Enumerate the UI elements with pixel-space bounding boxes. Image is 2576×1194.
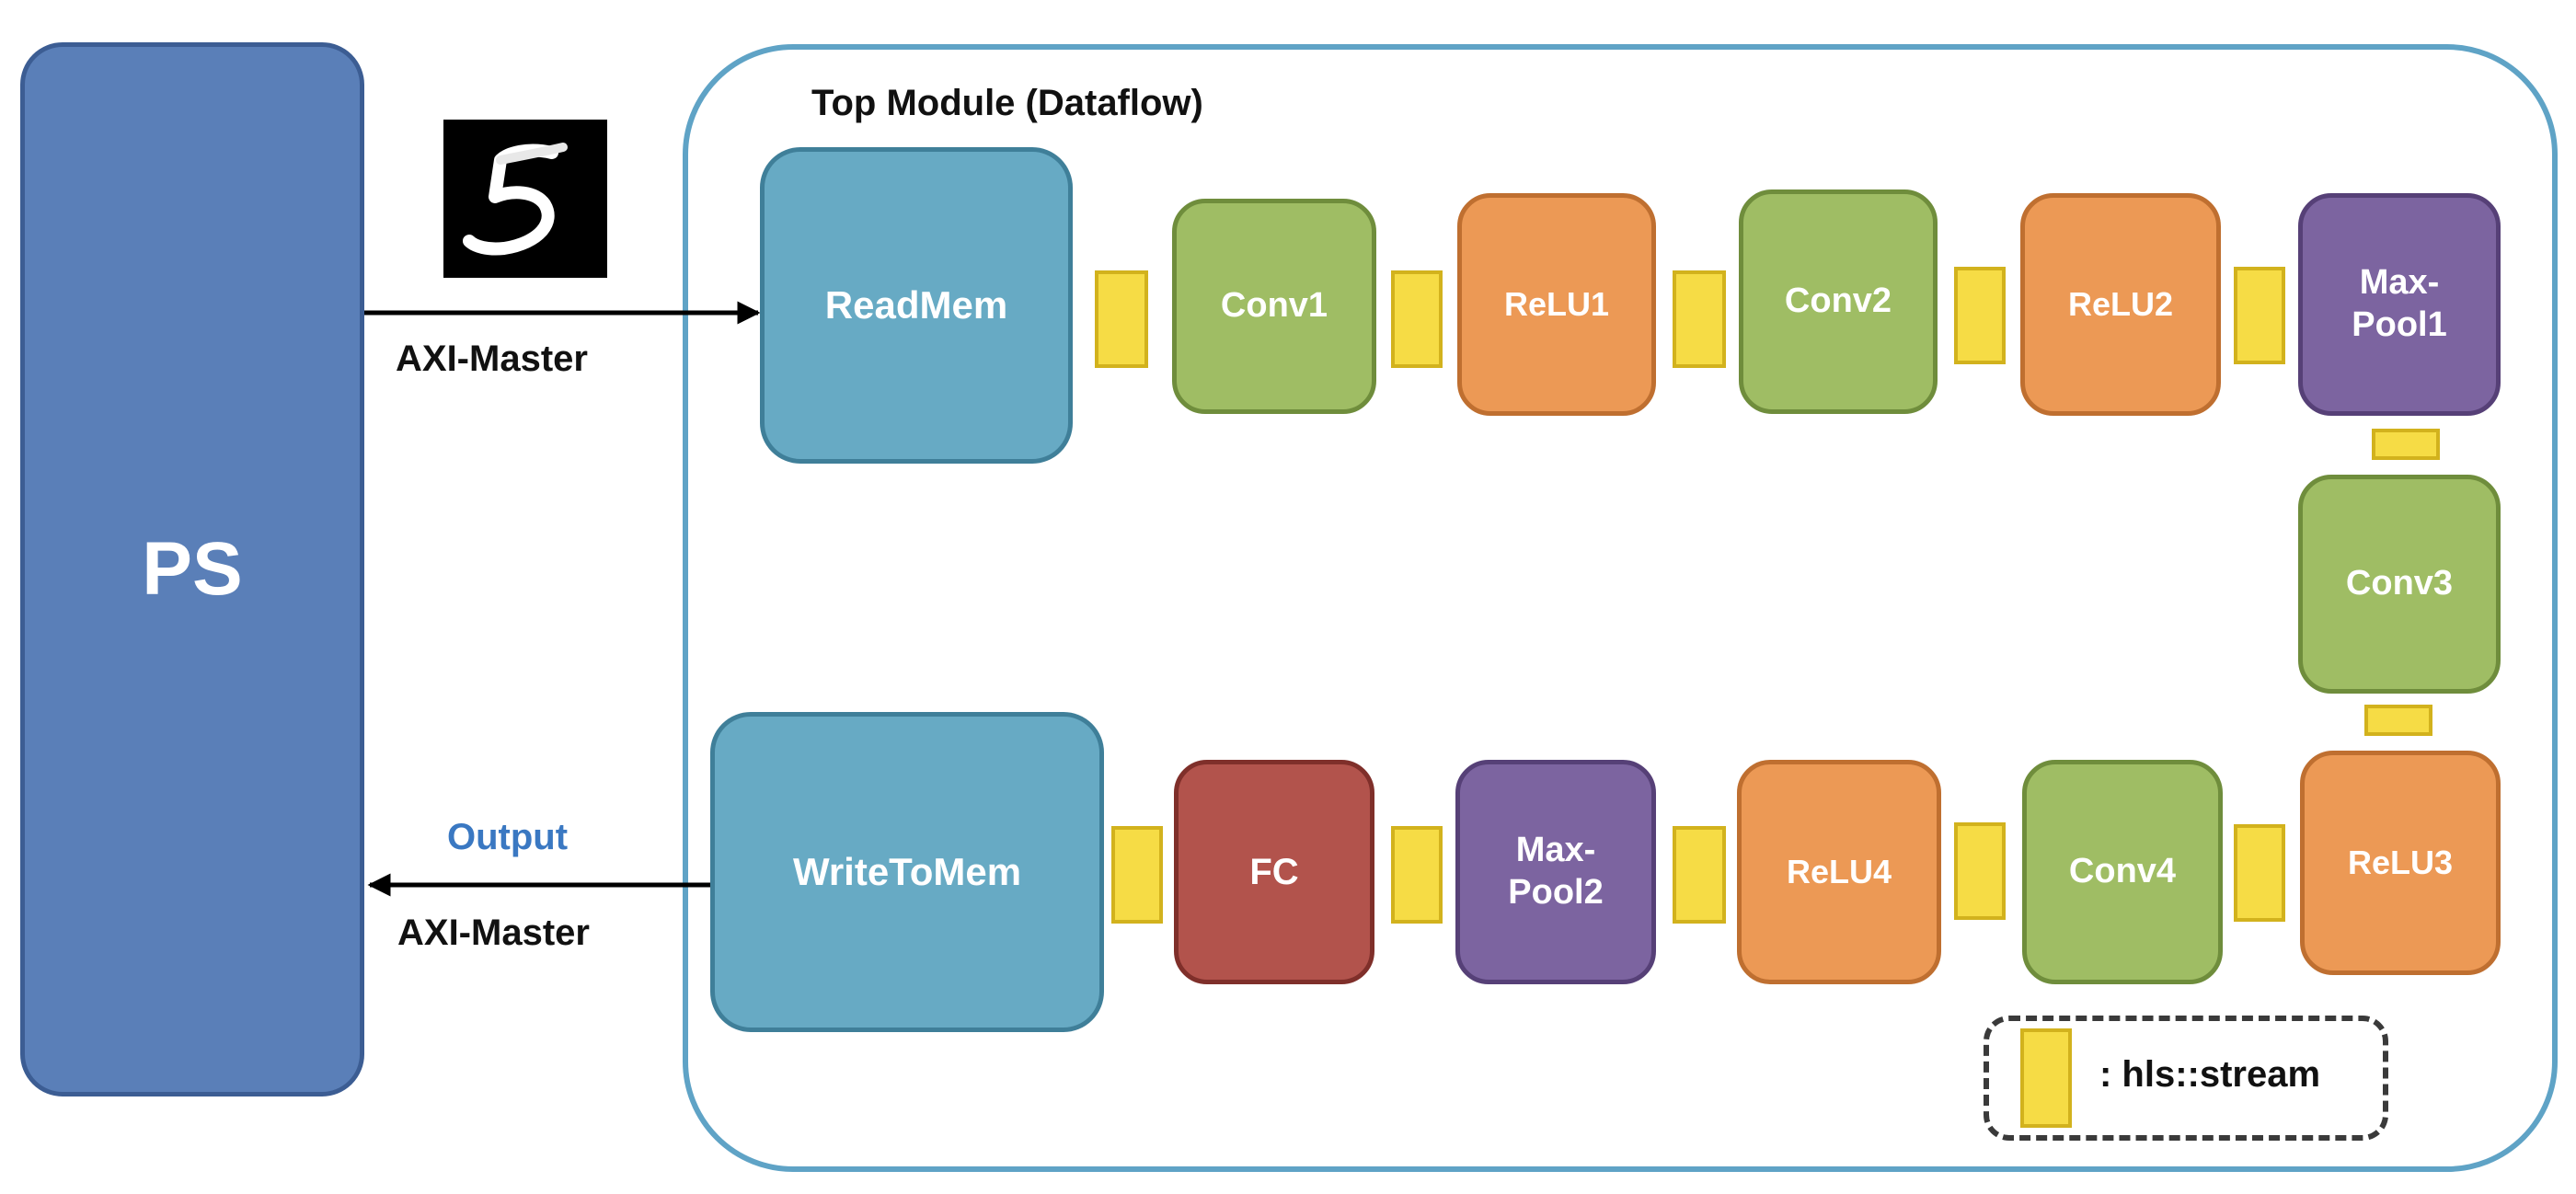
stream-fifo <box>1391 270 1443 368</box>
legend-stream-label: : hls::stream <box>2099 1054 2321 1095</box>
output-label: Output <box>447 817 569 857</box>
maxpool2-block: Max- Pool2 <box>1455 760 1656 984</box>
writetomem-label: WriteToMem <box>792 849 1022 893</box>
ps-label: PS <box>142 527 243 611</box>
legend-stream-swatch <box>2020 1028 2072 1128</box>
axi-master-input-label: AXI-Master <box>396 339 588 379</box>
top-module-title: Top Module (Dataflow) <box>811 83 1203 123</box>
readmem-label: ReadMem <box>824 282 1008 327</box>
stream-fifo <box>2372 429 2440 460</box>
conv2-block: Conv2 <box>1739 189 1938 414</box>
conv4-label: Conv4 <box>2068 852 2177 891</box>
relu4-block: ReLU4 <box>1737 760 1941 984</box>
stream-fifo <box>1673 826 1726 924</box>
stream-fifo <box>1391 826 1443 924</box>
relu4-label: ReLU4 <box>1786 853 1892 891</box>
stream-fifo <box>2364 705 2432 736</box>
maxpool2-label: Max- Pool2 <box>1508 831 1604 912</box>
relu2-label: ReLU2 <box>2067 285 2174 324</box>
fc-block: FC <box>1174 760 1374 984</box>
stream-fifo <box>1111 826 1163 924</box>
conv3-block: Conv3 <box>2298 475 2501 694</box>
conv3-label: Conv3 <box>2345 564 2454 603</box>
conv4-block: Conv4 <box>2022 760 2223 984</box>
relu3-label: ReLU3 <box>2347 844 2454 882</box>
maxpool1-block: Max- Pool1 <box>2298 193 2501 416</box>
relu3-block: ReLU3 <box>2300 751 2501 975</box>
legend-box <box>1984 1016 2388 1141</box>
conv1-label: Conv1 <box>1220 286 1328 326</box>
stream-fifo <box>1954 267 2006 364</box>
stream-fifo <box>2234 824 2285 922</box>
stream-fifo <box>1954 822 2006 920</box>
maxpool1-label: Max- Pool1 <box>2352 263 2447 344</box>
ps-block: PS <box>20 42 364 1096</box>
fc-label: FC <box>1249 852 1299 892</box>
relu2-block: ReLU2 <box>2020 193 2221 416</box>
writetomem-block: WriteToMem <box>710 712 1104 1032</box>
handwritten-digit-image <box>443 120 607 278</box>
relu1-block: ReLU1 <box>1457 193 1656 416</box>
stream-fifo <box>1095 270 1148 368</box>
stream-fifo <box>2234 267 2285 364</box>
axi-master-output-label: AXI-Master <box>397 913 590 953</box>
readmem-block: ReadMem <box>760 147 1073 464</box>
digit-five-icon <box>463 143 568 256</box>
conv1-block: Conv1 <box>1172 199 1376 414</box>
conv2-label: Conv2 <box>1784 281 1892 321</box>
relu1-label: ReLU1 <box>1503 285 1610 324</box>
stream-fifo <box>1673 270 1726 368</box>
